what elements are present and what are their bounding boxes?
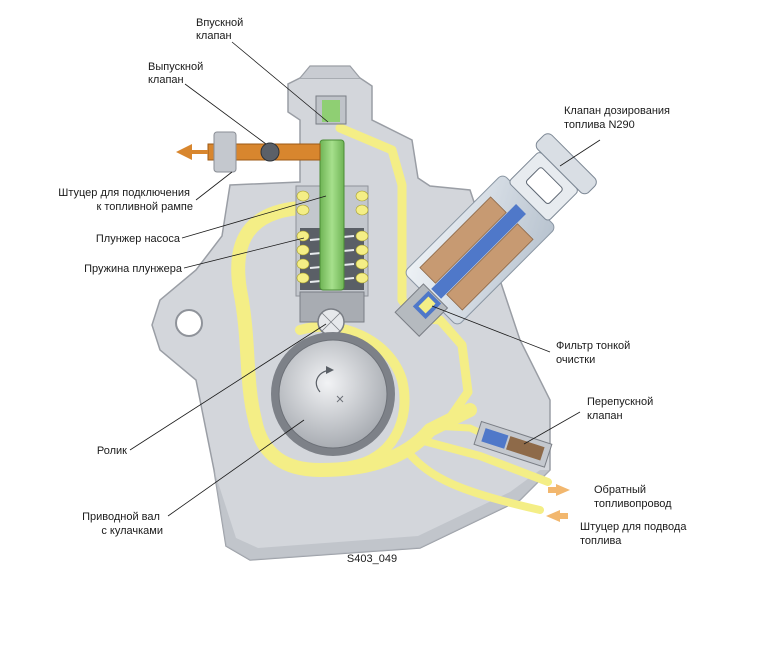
plunger-assembly <box>295 95 369 336</box>
rail-connector-assembly <box>176 131 321 173</box>
return-arrow <box>556 484 570 496</box>
cam-center-mark <box>336 395 344 403</box>
fuel-channel-supply <box>404 448 544 514</box>
leader-fine-filter <box>431 305 551 353</box>
label-return-line: Обратный топливопровод <box>594 484 672 510</box>
label-pump-plunger: Плунжер насоса <box>96 233 181 245</box>
outlet-valve-ball <box>260 142 280 162</box>
leader-rail-connector <box>195 171 233 201</box>
label-fuel-supply-connector: Штуцер для подвода топлива <box>580 521 690 547</box>
figure-code: S403_049 <box>347 553 397 565</box>
housing-shadow <box>214 470 550 560</box>
metering-armature <box>431 204 526 299</box>
leader-inlet-valve <box>231 41 329 123</box>
leader-lines <box>129 41 601 517</box>
metering-coil-top <box>419 196 507 284</box>
fine-filter <box>412 290 442 320</box>
drive-shaft-cam <box>271 332 395 456</box>
plunger-rod <box>319 139 345 291</box>
mounting-hole <box>175 309 203 337</box>
bypass-valve <box>473 420 553 468</box>
fuel-channel-return <box>416 436 552 486</box>
leader-roller <box>129 323 327 451</box>
fuel-channel-main <box>231 201 477 477</box>
outlet-arrow-head <box>176 144 192 160</box>
labels: Впускной клапан Выпускной клапан Клапан … <box>58 17 690 565</box>
label-bypass-valve: Перепускной клапан <box>587 396 656 422</box>
label-metering-valve: Клапан дозирования топлива N290 <box>564 105 673 131</box>
label-plunger-spring: Пружина плунжера <box>84 263 183 275</box>
leader-metering-valve <box>559 139 601 167</box>
leader-spring <box>183 237 305 269</box>
cam-disc <box>278 339 388 449</box>
label-outlet-valve: Выпускной клапан <box>148 61 206 86</box>
leader-bypass-valve <box>523 411 581 445</box>
housing-head <box>299 65 361 79</box>
rail-connector-nut <box>213 131 237 173</box>
label-inlet-valve: Впускной клапан <box>196 17 246 42</box>
leader-drive-shaft <box>167 419 305 517</box>
inlet-valve-seat <box>322 100 340 122</box>
label-fine-filter: Фильтр тонкой очистки <box>556 340 633 366</box>
label-drive-shaft: Приводной вал с кулачками <box>82 511 163 537</box>
metering-connector-pins <box>525 167 563 205</box>
metering-plug <box>535 133 597 195</box>
label-roller: Ролик <box>97 445 127 457</box>
plunger-spring-coils <box>296 190 369 284</box>
leader-outlet-valve <box>184 83 267 145</box>
supply-arrow <box>546 510 560 522</box>
metering-coil-bottom <box>446 223 534 311</box>
flow-arrows <box>546 484 570 522</box>
metering-valve-assembly <box>394 133 597 337</box>
leader-plunger <box>181 195 327 239</box>
label-rail-connector: Штуцер для подключения к топливной рампе <box>58 187 193 213</box>
